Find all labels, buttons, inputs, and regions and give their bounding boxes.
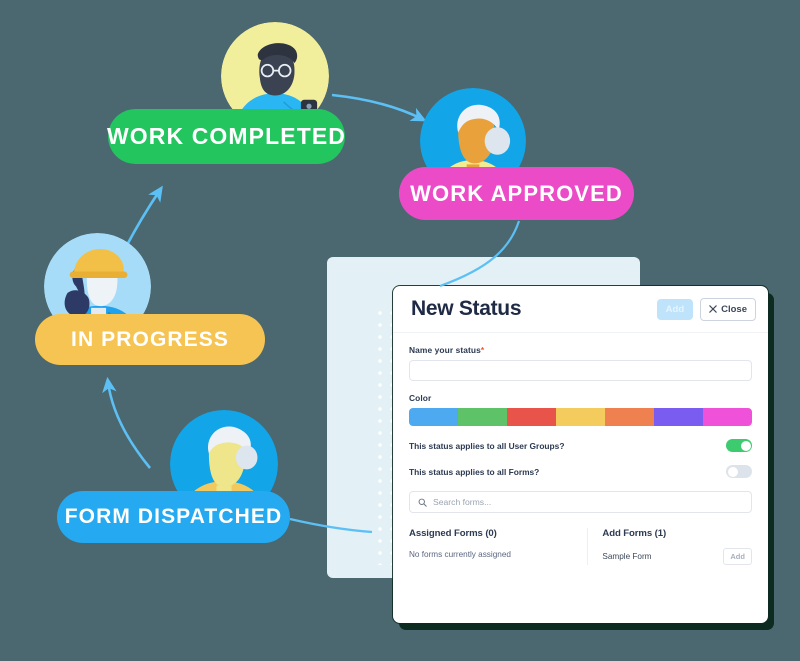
required-marker: *: [480, 345, 485, 355]
dialog-body: Name your status* Color This status appl…: [393, 333, 768, 565]
add-button[interactable]: Add: [656, 298, 694, 320]
color-swatch-purple[interactable]: [654, 408, 703, 426]
assigned-forms-empty-text: No forms currently assigned: [409, 550, 511, 559]
color-swatch-blue[interactable]: [409, 408, 458, 426]
status-pill-in-progress[interactable]: IN PROGRESS: [35, 314, 265, 365]
add-form-button[interactable]: Add: [723, 548, 752, 565]
close-icon: [709, 305, 717, 313]
status-pill-work-approved[interactable]: WORK APPROVED: [399, 167, 634, 220]
add-forms-column: Add Forms (1) Sample Form Add: [587, 528, 752, 565]
all-forms-toggle-row: This status applies to all Forms?: [409, 465, 752, 478]
new-status-dialog: New Status Add Close Name your status* C…: [393, 286, 768, 623]
color-swatch-green[interactable]: [458, 408, 507, 426]
arrow-form-dispatched-to-in-progress: [102, 376, 152, 469]
forms-columns: Assigned Forms (0) No forms currently as…: [409, 528, 752, 565]
page-title: New Status: [411, 297, 522, 320]
close-button-label: Close: [721, 303, 747, 315]
color-swatch-orange[interactable]: [605, 408, 654, 426]
avatar-person-glasses-phone: [221, 22, 329, 130]
all-forms-toggle[interactable]: [726, 465, 752, 478]
name-field-label: Name your status*: [409, 345, 485, 355]
assigned-forms-title: Assigned Forms (0): [409, 528, 497, 539]
toggle-knob: [727, 466, 738, 477]
color-swatch-red[interactable]: [507, 408, 556, 426]
color-swatch-yellow[interactable]: [556, 408, 605, 426]
close-button[interactable]: Close: [700, 297, 756, 321]
search-forms-input[interactable]: [433, 497, 743, 507]
arrow-in-progress-to-work-completed: [124, 185, 163, 248]
dialog-header: New Status Add Close: [393, 286, 768, 333]
toggle-knob: [740, 440, 751, 451]
status-pill-work-completed[interactable]: WORK COMPLETED: [107, 109, 345, 164]
status-name-input[interactable]: [409, 360, 752, 381]
search-icon: [418, 498, 427, 507]
arrow-work-completed-to-work-approved: [331, 93, 427, 122]
status-pill-form-dispatched[interactable]: FORM DISPATCHED: [57, 491, 290, 543]
search-forms-field[interactable]: [409, 491, 752, 513]
all-forms-toggle-label: This status applies to all Forms?: [409, 466, 540, 477]
add-forms-title: Add Forms (1): [602, 528, 667, 539]
assigned-forms-column: Assigned Forms (0) No forms currently as…: [409, 528, 587, 565]
form-name: Sample Form: [602, 552, 652, 561]
user-groups-toggle-row: This status applies to all User Groups?: [409, 439, 752, 452]
user-groups-toggle[interactable]: [726, 439, 752, 452]
color-swatch-group[interactable]: [409, 408, 752, 426]
color-swatch-pink[interactable]: [703, 408, 752, 426]
color-field-label: Color: [409, 393, 432, 403]
user-groups-toggle-label: This status applies to all User Groups?: [409, 440, 565, 451]
list-item: Sample Form Add: [602, 548, 752, 565]
